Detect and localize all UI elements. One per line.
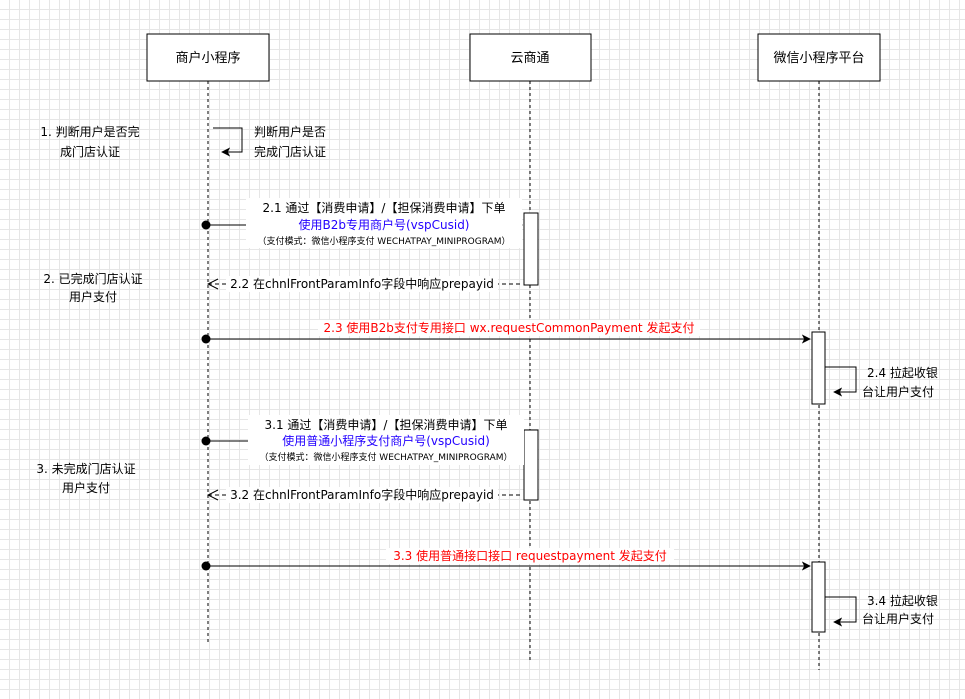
self-message-arrow-2-4 (825, 366, 857, 397)
message-2-4-line2: 台让用户支付 (862, 384, 934, 399)
message-3-4-line1: 3.4 拉起收银 (867, 593, 938, 608)
message-3-1-line3: （支付模式：微信小程序支付 WECHATPAY_MINIPROGRAM） (259, 451, 512, 463)
participant-yunshangtong-label: 云商通 (510, 51, 549, 66)
participant-yunshangtong: 云商通 (469, 33, 592, 82)
message-2-3-label: 2.3 使用B2b支付专用接口 wx.requestCommonPayment … (324, 320, 695, 335)
note-2-line1: 2. 已完成门店认证 (43, 271, 142, 286)
message-3-1-line2: 使用普通小程序支付商户号(vspCusid) (282, 433, 490, 448)
self-message-1-line2: 完成门店认证 (254, 144, 326, 159)
activation-wechat-2 (811, 561, 826, 633)
note-3-line2: 用户支付 (62, 480, 110, 495)
activation-yunshangtong-1 (523, 212, 539, 286)
participant-merchant-label: 商户小程序 (175, 50, 240, 66)
message-2-1-line2: 使用B2b专用商户号(vspCusid) (298, 217, 469, 232)
self-message-1-line1: 判断用户是否 (254, 124, 326, 139)
participant-wechat: 微信小程序平台 (757, 33, 881, 82)
message-2-4-line1: 2.4 拉起收银 (867, 365, 938, 380)
participant-wechat-label: 微信小程序平台 (773, 51, 864, 66)
note-3-line1: 3. 未完成门店认证 (36, 461, 135, 476)
message-3-3-label: 3.3 使用普通接口接口 requestpayment 发起支付 (393, 548, 667, 563)
message-2-1-line3: （支付模式：微信小程序支付 WECHATPAY_MINIPROGRAM） (257, 235, 510, 247)
self-message-arrow-3-4 (825, 596, 857, 627)
message-3-4-line2: 台让用户支付 (862, 611, 934, 626)
participant-merchant: 商户小程序 (146, 33, 270, 82)
activation-wechat-1 (811, 331, 826, 405)
note-2-line2: 用户支付 (69, 289, 117, 304)
note-1-line1: 1. 判断用户是否完 (40, 124, 139, 139)
message-2-2-label: 2.2 在chnlFrontParamInfo字段中响应prepayid (230, 276, 494, 291)
self-message-arrow-1 (213, 127, 243, 157)
activation-yunshangtong-2 (523, 429, 539, 501)
message-3-1-line1: 3.1 通过【消费申请】/【担保消费申请】下单 (265, 418, 508, 432)
message-3-2-label: 3.2 在chnlFrontParamInfo字段中响应prepayid (230, 487, 494, 502)
message-2-1-line1: 2.1 通过【消费申请】/【担保消费申请】下单 (263, 201, 506, 215)
note-1-line2: 成门店认证 (60, 144, 120, 159)
